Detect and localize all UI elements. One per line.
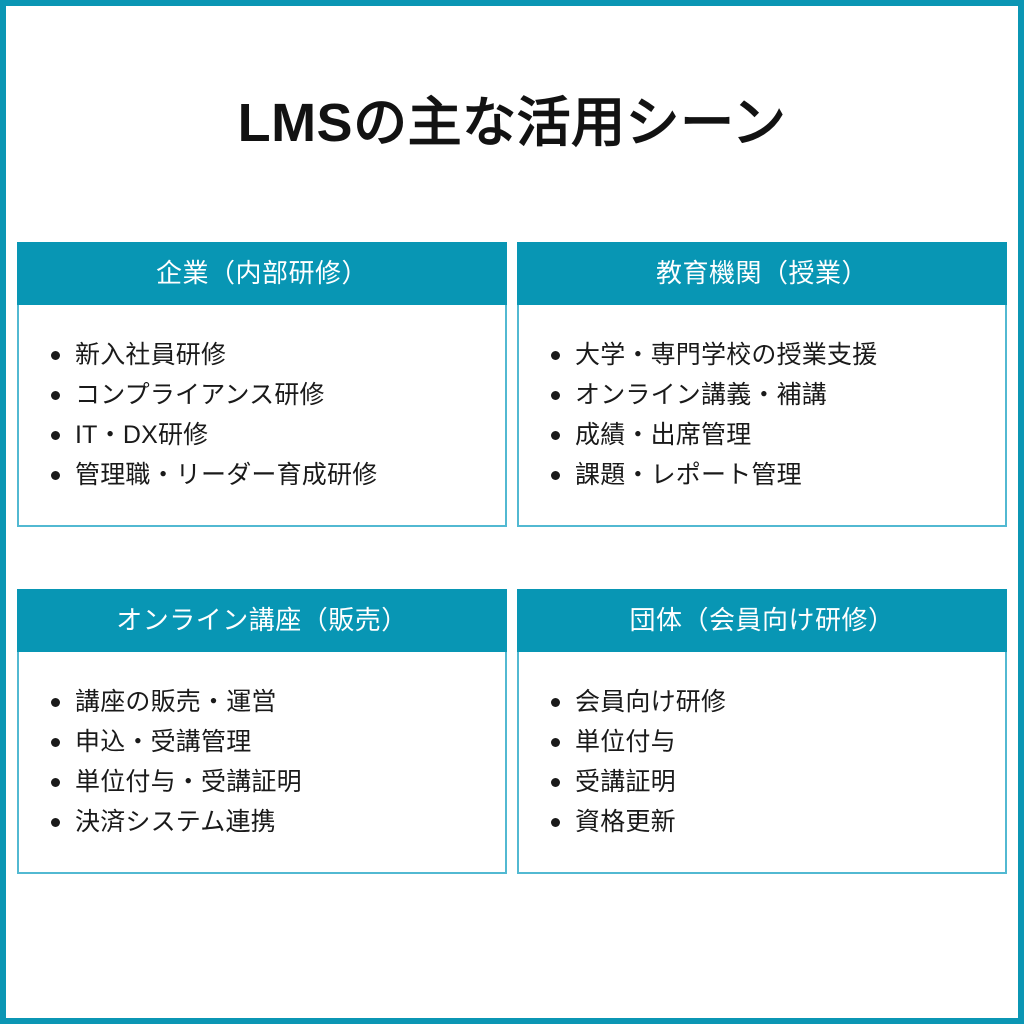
bullet-icon (551, 737, 560, 747)
list-item-label: 課題・レポート管理 (575, 461, 802, 490)
list-item-label: 会員向け研修 (575, 688, 727, 717)
list-item: 受講証明 (543, 762, 983, 802)
list-item-label: 資格更新 (575, 808, 676, 837)
card-body: 大学・専門学校の授業支援 オンライン講義・補講 成績・出席管理 課題・レポート管… (517, 305, 1007, 528)
list-item-label: 単位付与 (575, 728, 676, 757)
card-item-list: 大学・専門学校の授業支援 オンライン講義・補講 成績・出席管理 課題・レポート管… (543, 335, 983, 495)
bullet-icon (551, 470, 560, 480)
card-header: オンライン講座（販売） (17, 589, 507, 653)
list-item-label: 受講証明 (575, 768, 676, 797)
list-item: 申込・受講管理 (43, 722, 483, 762)
bullet-icon (551, 697, 560, 707)
page-content: LMSの主な活用シーン 企業（内部研修） 新入社員研修 コンプライアンス研修 I… (6, 6, 1018, 1018)
card-education: 教育機関（授業） 大学・専門学校の授業支援 オンライン講義・補講 成績・出席管理… (517, 242, 1007, 528)
list-item-label: 大学・専門学校の授業支援 (575, 341, 878, 370)
list-item: 新入社員研修 (43, 335, 483, 375)
bullet-icon (51, 737, 60, 747)
list-item: 講座の販売・運営 (43, 682, 483, 722)
bullet-icon (51, 470, 60, 480)
list-item-label: オンライン講義・補講 (575, 381, 828, 410)
list-item-label: コンプライアンス研修 (75, 381, 325, 410)
list-item-label: 講座の販売・運営 (75, 688, 277, 717)
list-item-label: IT・DX研修 (75, 421, 209, 450)
card-organization: 団体（会員向け研修） 会員向け研修 単位付与 受講証明 資格更新 (517, 589, 1007, 875)
list-item-label: 決済システム連携 (75, 808, 276, 837)
bullet-icon (551, 350, 560, 360)
bullet-icon (551, 777, 560, 787)
list-item: コンプライアンス研修 (43, 375, 483, 415)
list-item: 会員向け研修 (543, 682, 983, 722)
bullet-icon (51, 817, 60, 827)
list-item-label: 単位付与・受講証明 (75, 768, 302, 797)
list-item-label: 成績・出席管理 (575, 421, 752, 450)
list-item: 管理職・リーダー育成研修 (43, 455, 483, 495)
card-header: 企業（内部研修） (17, 242, 507, 306)
card-grid: 企業（内部研修） 新入社員研修 コンプライアンス研修 IT・DX研修 管理職・リ… (17, 242, 1007, 875)
list-item: 大学・専門学校の授業支援 (543, 335, 983, 375)
list-item: 資格更新 (543, 802, 983, 842)
list-item: 決済システム連携 (43, 802, 483, 842)
card-item-list: 講座の販売・運営 申込・受講管理 単位付与・受講証明 決済システム連携 (43, 682, 483, 842)
list-item: オンライン講義・補講 (543, 375, 983, 415)
bullet-icon (51, 390, 60, 400)
list-item-label: 新入社員研修 (75, 341, 227, 370)
list-item: 成績・出席管理 (543, 415, 983, 455)
page-title: LMSの主な活用シーン (237, 93, 787, 153)
bullet-icon (51, 350, 60, 360)
list-item-label: 管理職・リーダー育成研修 (75, 461, 378, 490)
card-corporate: 企業（内部研修） 新入社員研修 コンプライアンス研修 IT・DX研修 管理職・リ… (17, 242, 507, 528)
card-header: 団体（会員向け研修） (517, 589, 1007, 653)
card-online-course: オンライン講座（販売） 講座の販売・運営 申込・受講管理 単位付与・受講証明 決… (17, 589, 507, 875)
bullet-icon (551, 430, 560, 440)
list-item-label: 申込・受講管理 (75, 728, 252, 757)
card-header: 教育機関（授業） (517, 242, 1007, 306)
list-item: 単位付与・受講証明 (43, 762, 483, 802)
bullet-icon (51, 697, 60, 707)
list-item: 課題・レポート管理 (543, 455, 983, 495)
card-body: 新入社員研修 コンプライアンス研修 IT・DX研修 管理職・リーダー育成研修 (17, 305, 507, 528)
list-item: 単位付与 (543, 722, 983, 762)
bullet-icon (551, 390, 560, 400)
bullet-icon (51, 430, 60, 440)
list-item: IT・DX研修 (43, 415, 483, 455)
card-body: 講座の販売・運営 申込・受講管理 単位付与・受講証明 決済システム連携 (17, 652, 507, 875)
card-item-list: 会員向け研修 単位付与 受講証明 資格更新 (543, 682, 983, 842)
bullet-icon (551, 817, 560, 827)
bullet-icon (51, 777, 60, 787)
card-item-list: 新入社員研修 コンプライアンス研修 IT・DX研修 管理職・リーダー育成研修 (43, 335, 483, 495)
card-body: 会員向け研修 単位付与 受講証明 資格更新 (517, 652, 1007, 875)
